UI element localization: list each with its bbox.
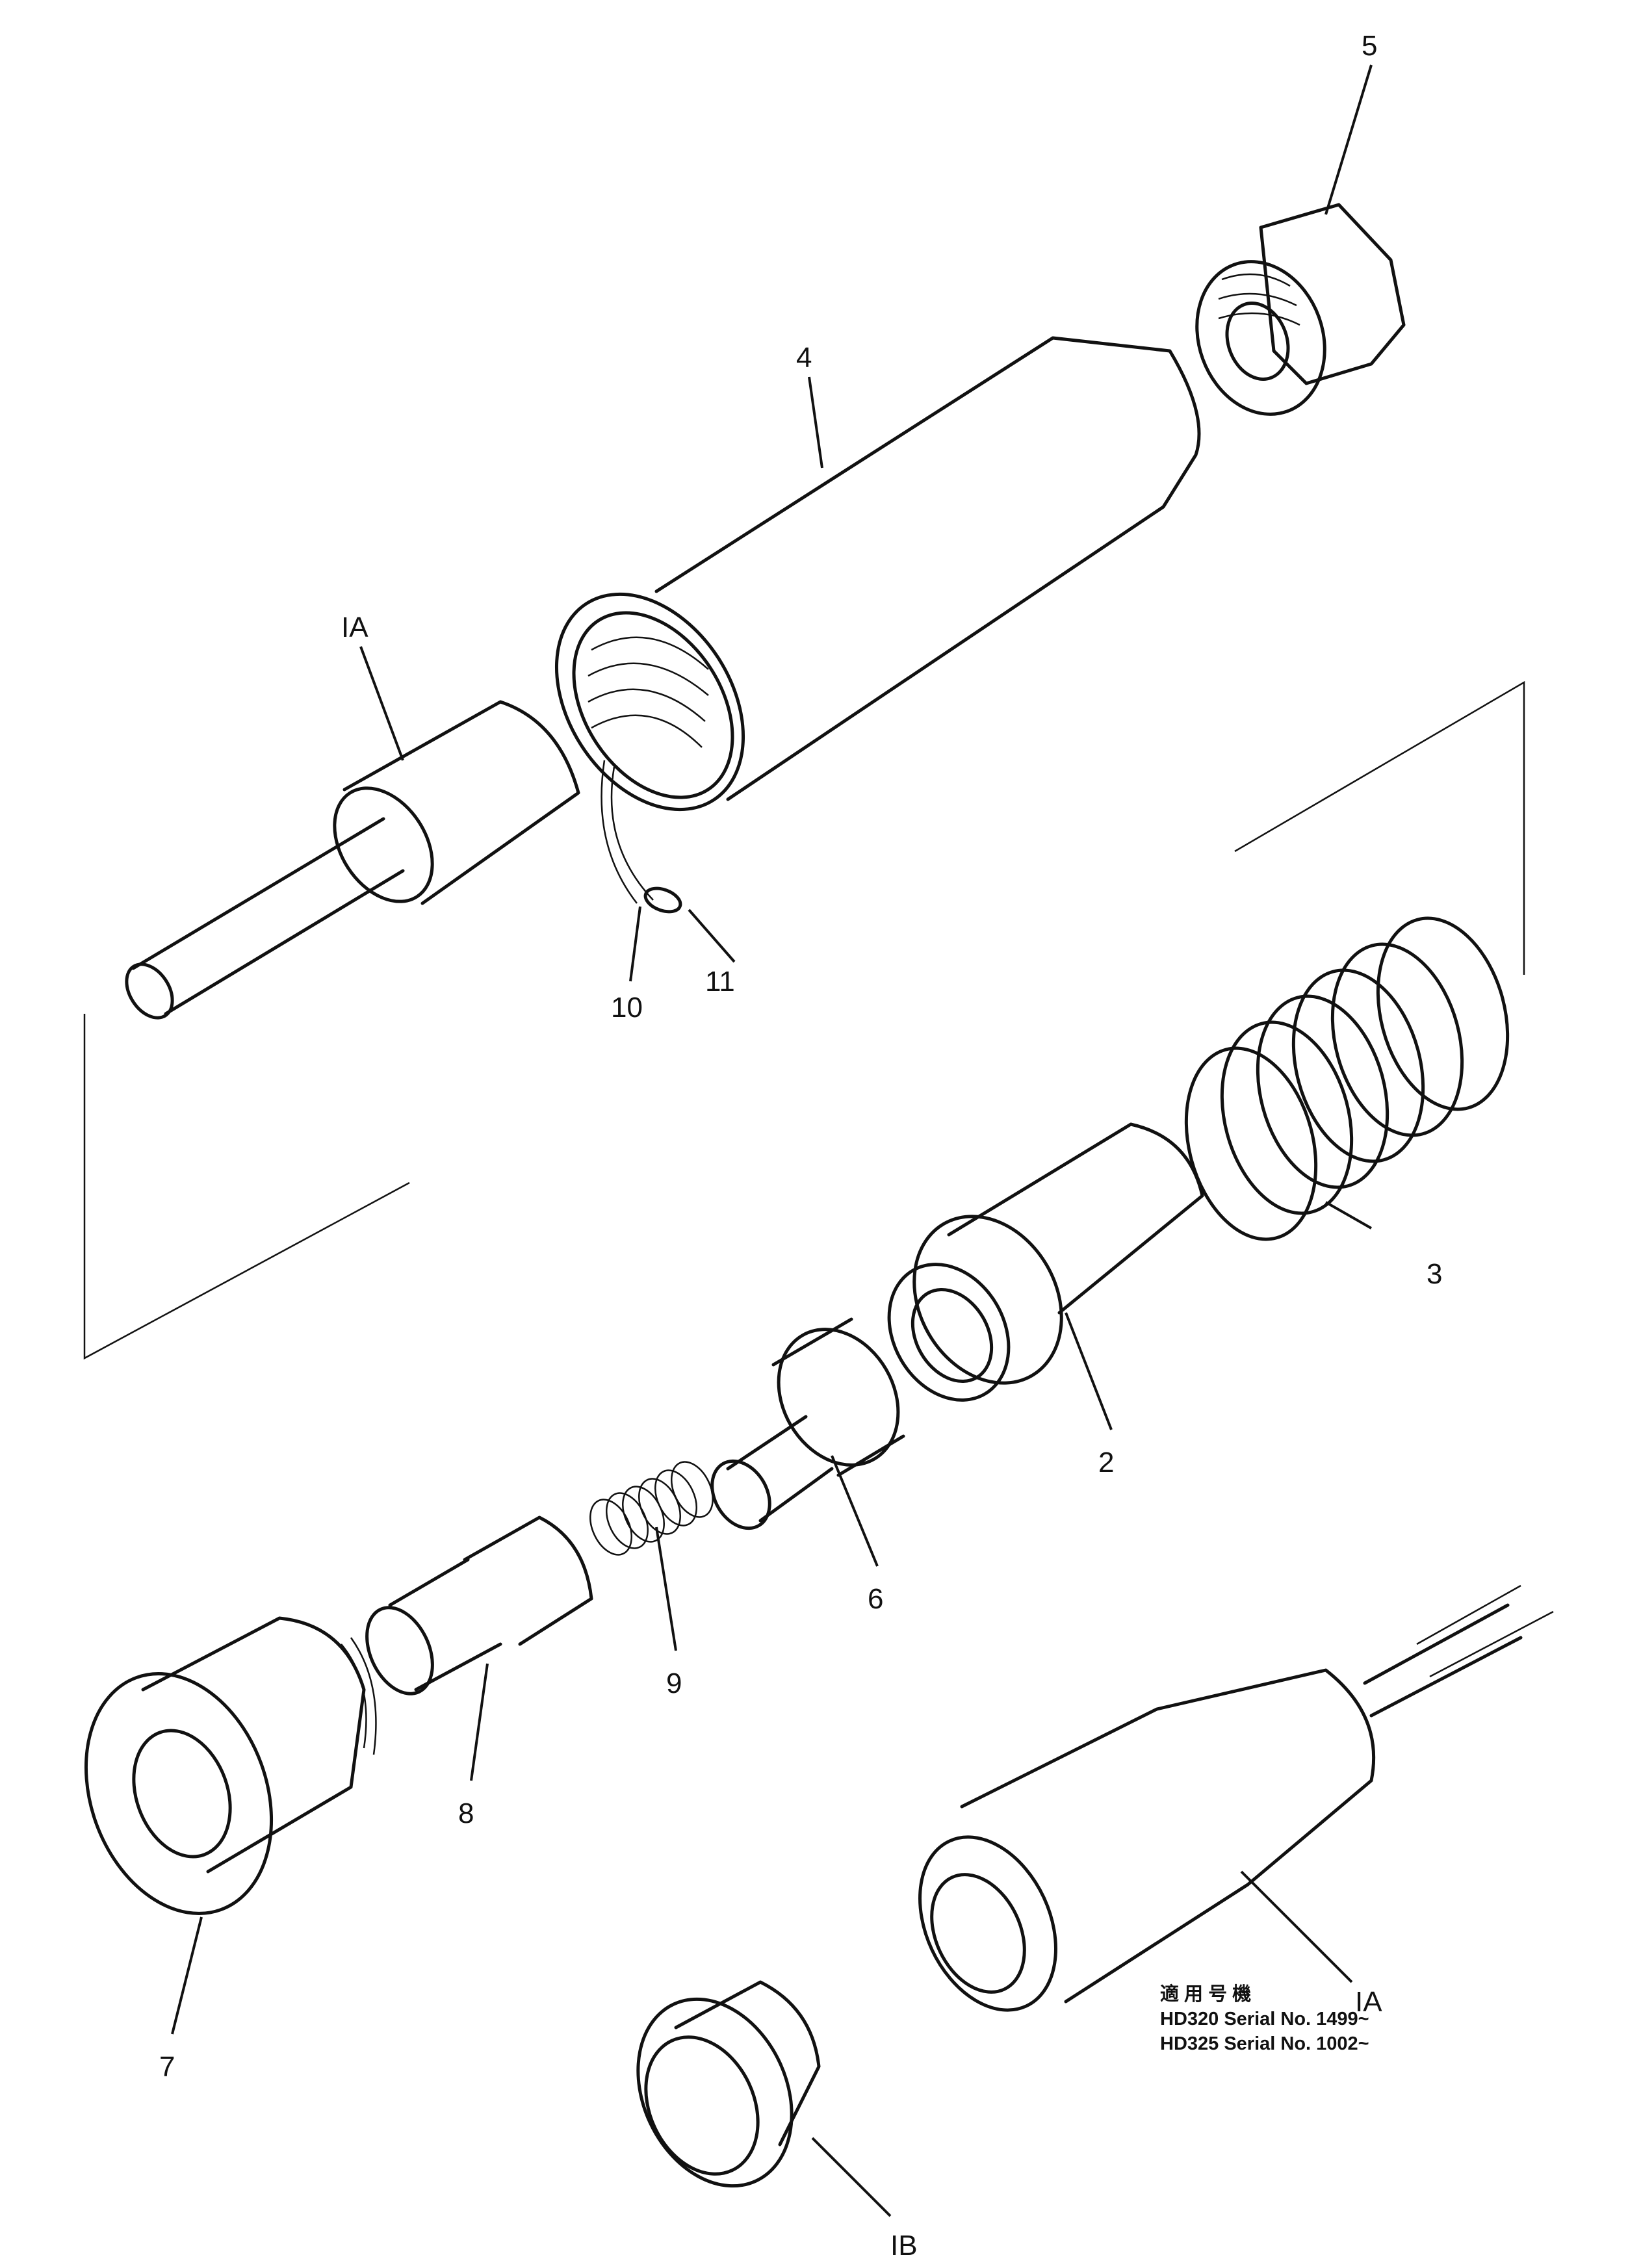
part-5-hex-fitting	[1195, 203, 1406, 416]
applicability-heading: 適 用 号 機	[1160, 1984, 1252, 2005]
callout-7: 7	[159, 2051, 175, 2083]
part-2-piston	[887, 1122, 1204, 1402]
callout-2: 2	[1098, 1447, 1114, 1478]
part-9-small-spring	[589, 1461, 714, 1556]
callout-1a-lower: IA	[1355, 1986, 1382, 2018]
callout-4: 4	[796, 342, 812, 374]
part-4-cylinder	[554, 336, 1201, 812]
part-6-valve	[710, 1317, 905, 1530]
assembly-axis-lines	[83, 680, 1525, 1360]
part-8-guide	[365, 1515, 593, 1695]
part-1a-plunger	[125, 700, 580, 1020]
applicability-line-hd325: HD325 Serial No. 1002~	[1160, 2033, 1369, 2054]
applicability-line-hd320: HD320 Serial No. 1499~	[1160, 2009, 1369, 2030]
callout-9: 9	[666, 1668, 682, 1699]
leader-lines	[171, 64, 1373, 2217]
part-1a-solenoid-assembly	[918, 1584, 1554, 2012]
part-1b-cap	[636, 1980, 821, 2188]
part-3-spring	[1184, 916, 1510, 1241]
callout-10: 10	[611, 992, 643, 1024]
part-10-11-lead-wires	[601, 760, 682, 914]
callout-3: 3	[1427, 1258, 1442, 1290]
callout-11: 11	[705, 966, 735, 998]
callout-1b: IB	[890, 2230, 918, 2262]
callout-1a-upper: IA	[341, 612, 368, 643]
callout-labels: 5 4 IA 11 10 3 2 6 9 8 7 IA IB	[159, 30, 1442, 2262]
callout-8: 8	[458, 1798, 474, 1829]
applicability-note: 適 用 号 機 HD320 Serial No. 1499~ HD325 Ser…	[1160, 1982, 1369, 2056]
part-7-cap	[84, 1616, 377, 1915]
callout-6: 6	[868, 1583, 883, 1615]
callout-5: 5	[1362, 30, 1377, 62]
